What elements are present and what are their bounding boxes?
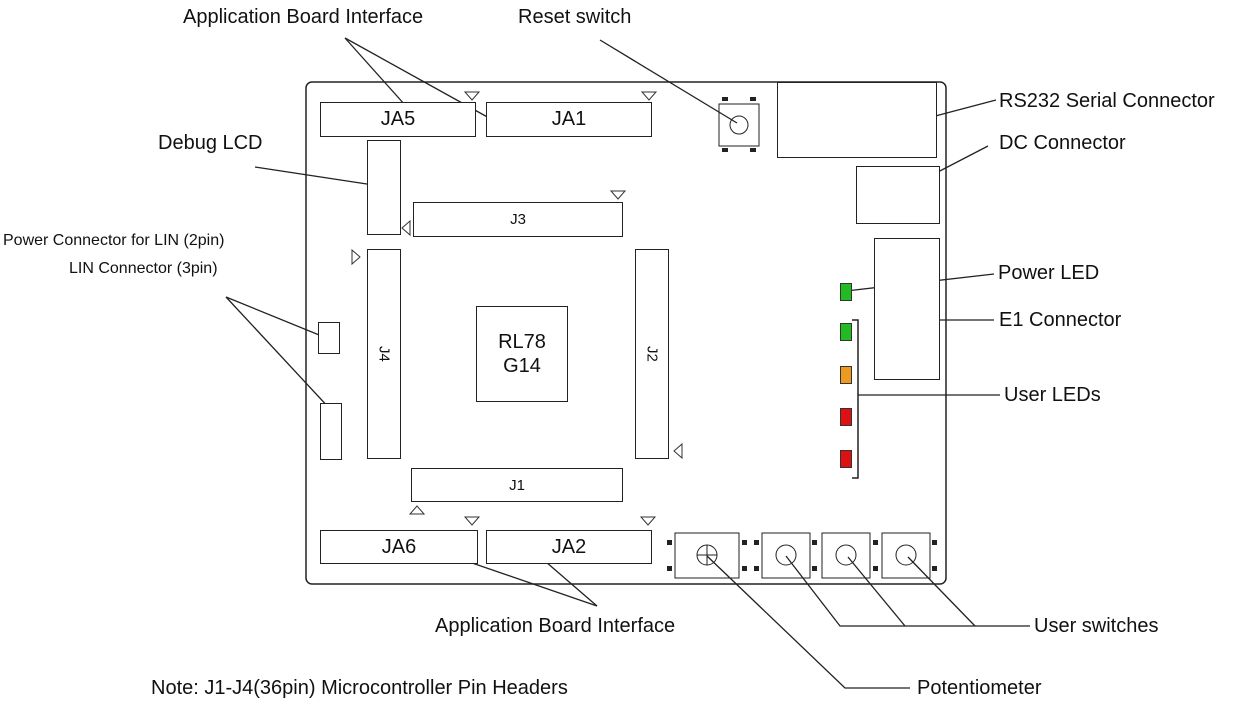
label-user-leds: User LEDs [1004, 384, 1101, 406]
label-power-led: Power LED [998, 262, 1100, 284]
user-led-2 [840, 366, 852, 384]
header-j3: J3 [413, 202, 623, 237]
label-app-board-top: Application Board Interface [183, 6, 424, 28]
header-j2: J2 [635, 249, 669, 459]
header-j2-label: J2 [643, 346, 661, 362]
rs232-serial-connector [777, 82, 937, 158]
potentiometer-glyph [667, 532, 747, 579]
label-note: Note: J1-J4(36pin) Microcontroller Pin H… [151, 677, 568, 699]
label-app-board-bottom: Application Board Interface [435, 615, 676, 637]
power-led [840, 283, 852, 301]
mcu-line2: G14 [503, 355, 541, 377]
label-reset-switch: Reset switch [518, 6, 632, 28]
header-j1: J1 [411, 468, 623, 502]
user-leds-bracket [852, 319, 859, 479]
mcu-line1: RL78 [498, 331, 546, 353]
label-potentiometer: Potentiometer [917, 677, 1042, 699]
lin-power-connector [318, 322, 340, 354]
header-ja2-label: JA2 [551, 535, 587, 558]
header-ja6: JA6 [320, 530, 478, 564]
e1-connector [874, 238, 940, 380]
label-dc-connector: DC Connector [999, 132, 1126, 154]
header-ja5-label: JA5 [380, 108, 416, 130]
user-led-1 [840, 323, 852, 341]
header-ja1-label: JA1 [551, 108, 587, 130]
pin1-markers [351, 91, 683, 526]
header-ja1: JA1 [486, 102, 652, 137]
header-j4: J4 [367, 249, 401, 459]
label-rs232: RS232 Serial Connector [999, 90, 1215, 112]
label-power-lin: Power Connector for LIN (2pin) [3, 232, 225, 249]
header-j1-label: J1 [509, 476, 525, 494]
label-lin-connector: LIN Connector (3pin) [69, 260, 218, 277]
reset-switch-glyph [718, 97, 760, 152]
mcu-chip: RL78 G14 [476, 306, 568, 402]
debug-lcd [367, 140, 401, 235]
header-ja2: JA2 [486, 530, 652, 564]
header-j4-label: J4 [375, 346, 393, 362]
lin-connector [320, 403, 342, 460]
label-e1-connector: E1 Connector [999, 309, 1122, 331]
header-j3-label: J3 [510, 211, 526, 228]
label-debug-lcd: Debug LCD [158, 132, 263, 154]
user-led-4 [840, 450, 852, 468]
header-ja6-label: JA6 [381, 535, 417, 558]
label-user-switches: User switches [1034, 615, 1159, 637]
user-led-3 [840, 408, 852, 426]
header-ja5: JA5 [320, 102, 476, 137]
user-switch-glyphs [754, 532, 937, 579]
dc-connector [856, 166, 940, 224]
